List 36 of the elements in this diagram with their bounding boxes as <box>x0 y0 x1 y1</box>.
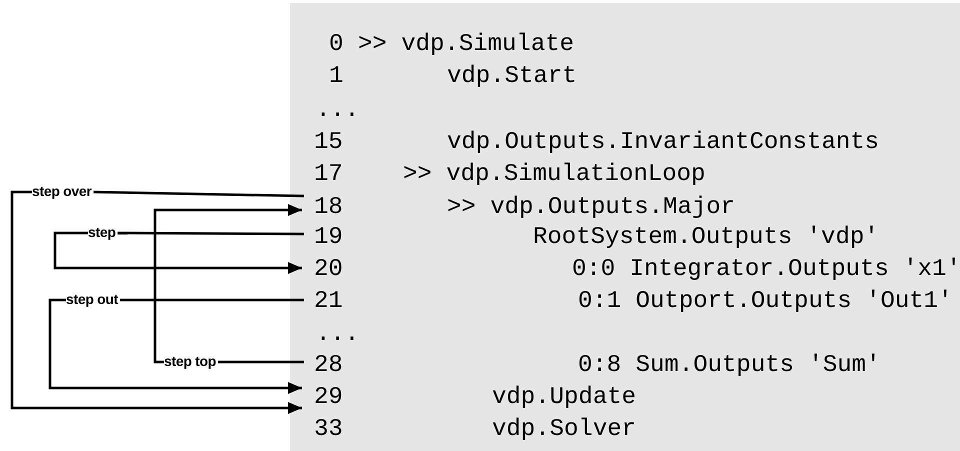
connector-line <box>120 298 304 302</box>
code-line: >> vdp.SimulationLoop <box>403 161 706 189</box>
code-line: >> vdp.Outputs.Major <box>447 194 736 222</box>
step-command-label: step top <box>164 353 216 370</box>
line-number: 21 <box>314 288 343 316</box>
code-line: vdp.Outputs.InvariantConstants <box>447 129 880 157</box>
arrow <box>10 190 302 414</box>
line-number: 19 <box>314 224 343 252</box>
step-command-label: step over <box>32 183 92 200</box>
code-line: vdp.Update <box>492 384 636 412</box>
connector-line <box>118 232 304 236</box>
connector-line <box>94 190 304 198</box>
code-line: vdp.Solver <box>492 416 636 444</box>
ellipsis: ... <box>316 321 360 349</box>
line-number: 18 <box>314 194 343 222</box>
arrow <box>154 204 302 364</box>
line-number: 17 <box>314 161 343 189</box>
arrow <box>54 232 302 274</box>
line-number: 29 <box>314 384 343 412</box>
code-line: >> vdp.Simulate <box>358 31 574 59</box>
code-line: RootSystem.Outputs 'vdp' <box>533 224 879 252</box>
connector-line <box>218 360 304 364</box>
line-number: 28 <box>314 352 343 380</box>
step-command-label: step out <box>66 291 118 308</box>
code-line: 0:8 Sum.Outputs 'Sum' <box>578 352 880 380</box>
line-number: 20 <box>314 256 343 284</box>
code-line: vdp.Start <box>447 63 577 91</box>
code-line: 0:0 Integrator.Outputs 'x1' <box>572 256 960 284</box>
ellipsis: ... <box>316 97 360 125</box>
step-command-label: step <box>88 224 116 241</box>
line-number: 33 <box>314 416 343 444</box>
line-number: 1 <box>329 63 344 91</box>
line-number: 15 <box>314 129 343 157</box>
code-line: 0:1 Outport.Outputs 'Out1' <box>578 288 952 316</box>
line-number: 0 <box>329 31 344 59</box>
arrow <box>48 298 302 394</box>
